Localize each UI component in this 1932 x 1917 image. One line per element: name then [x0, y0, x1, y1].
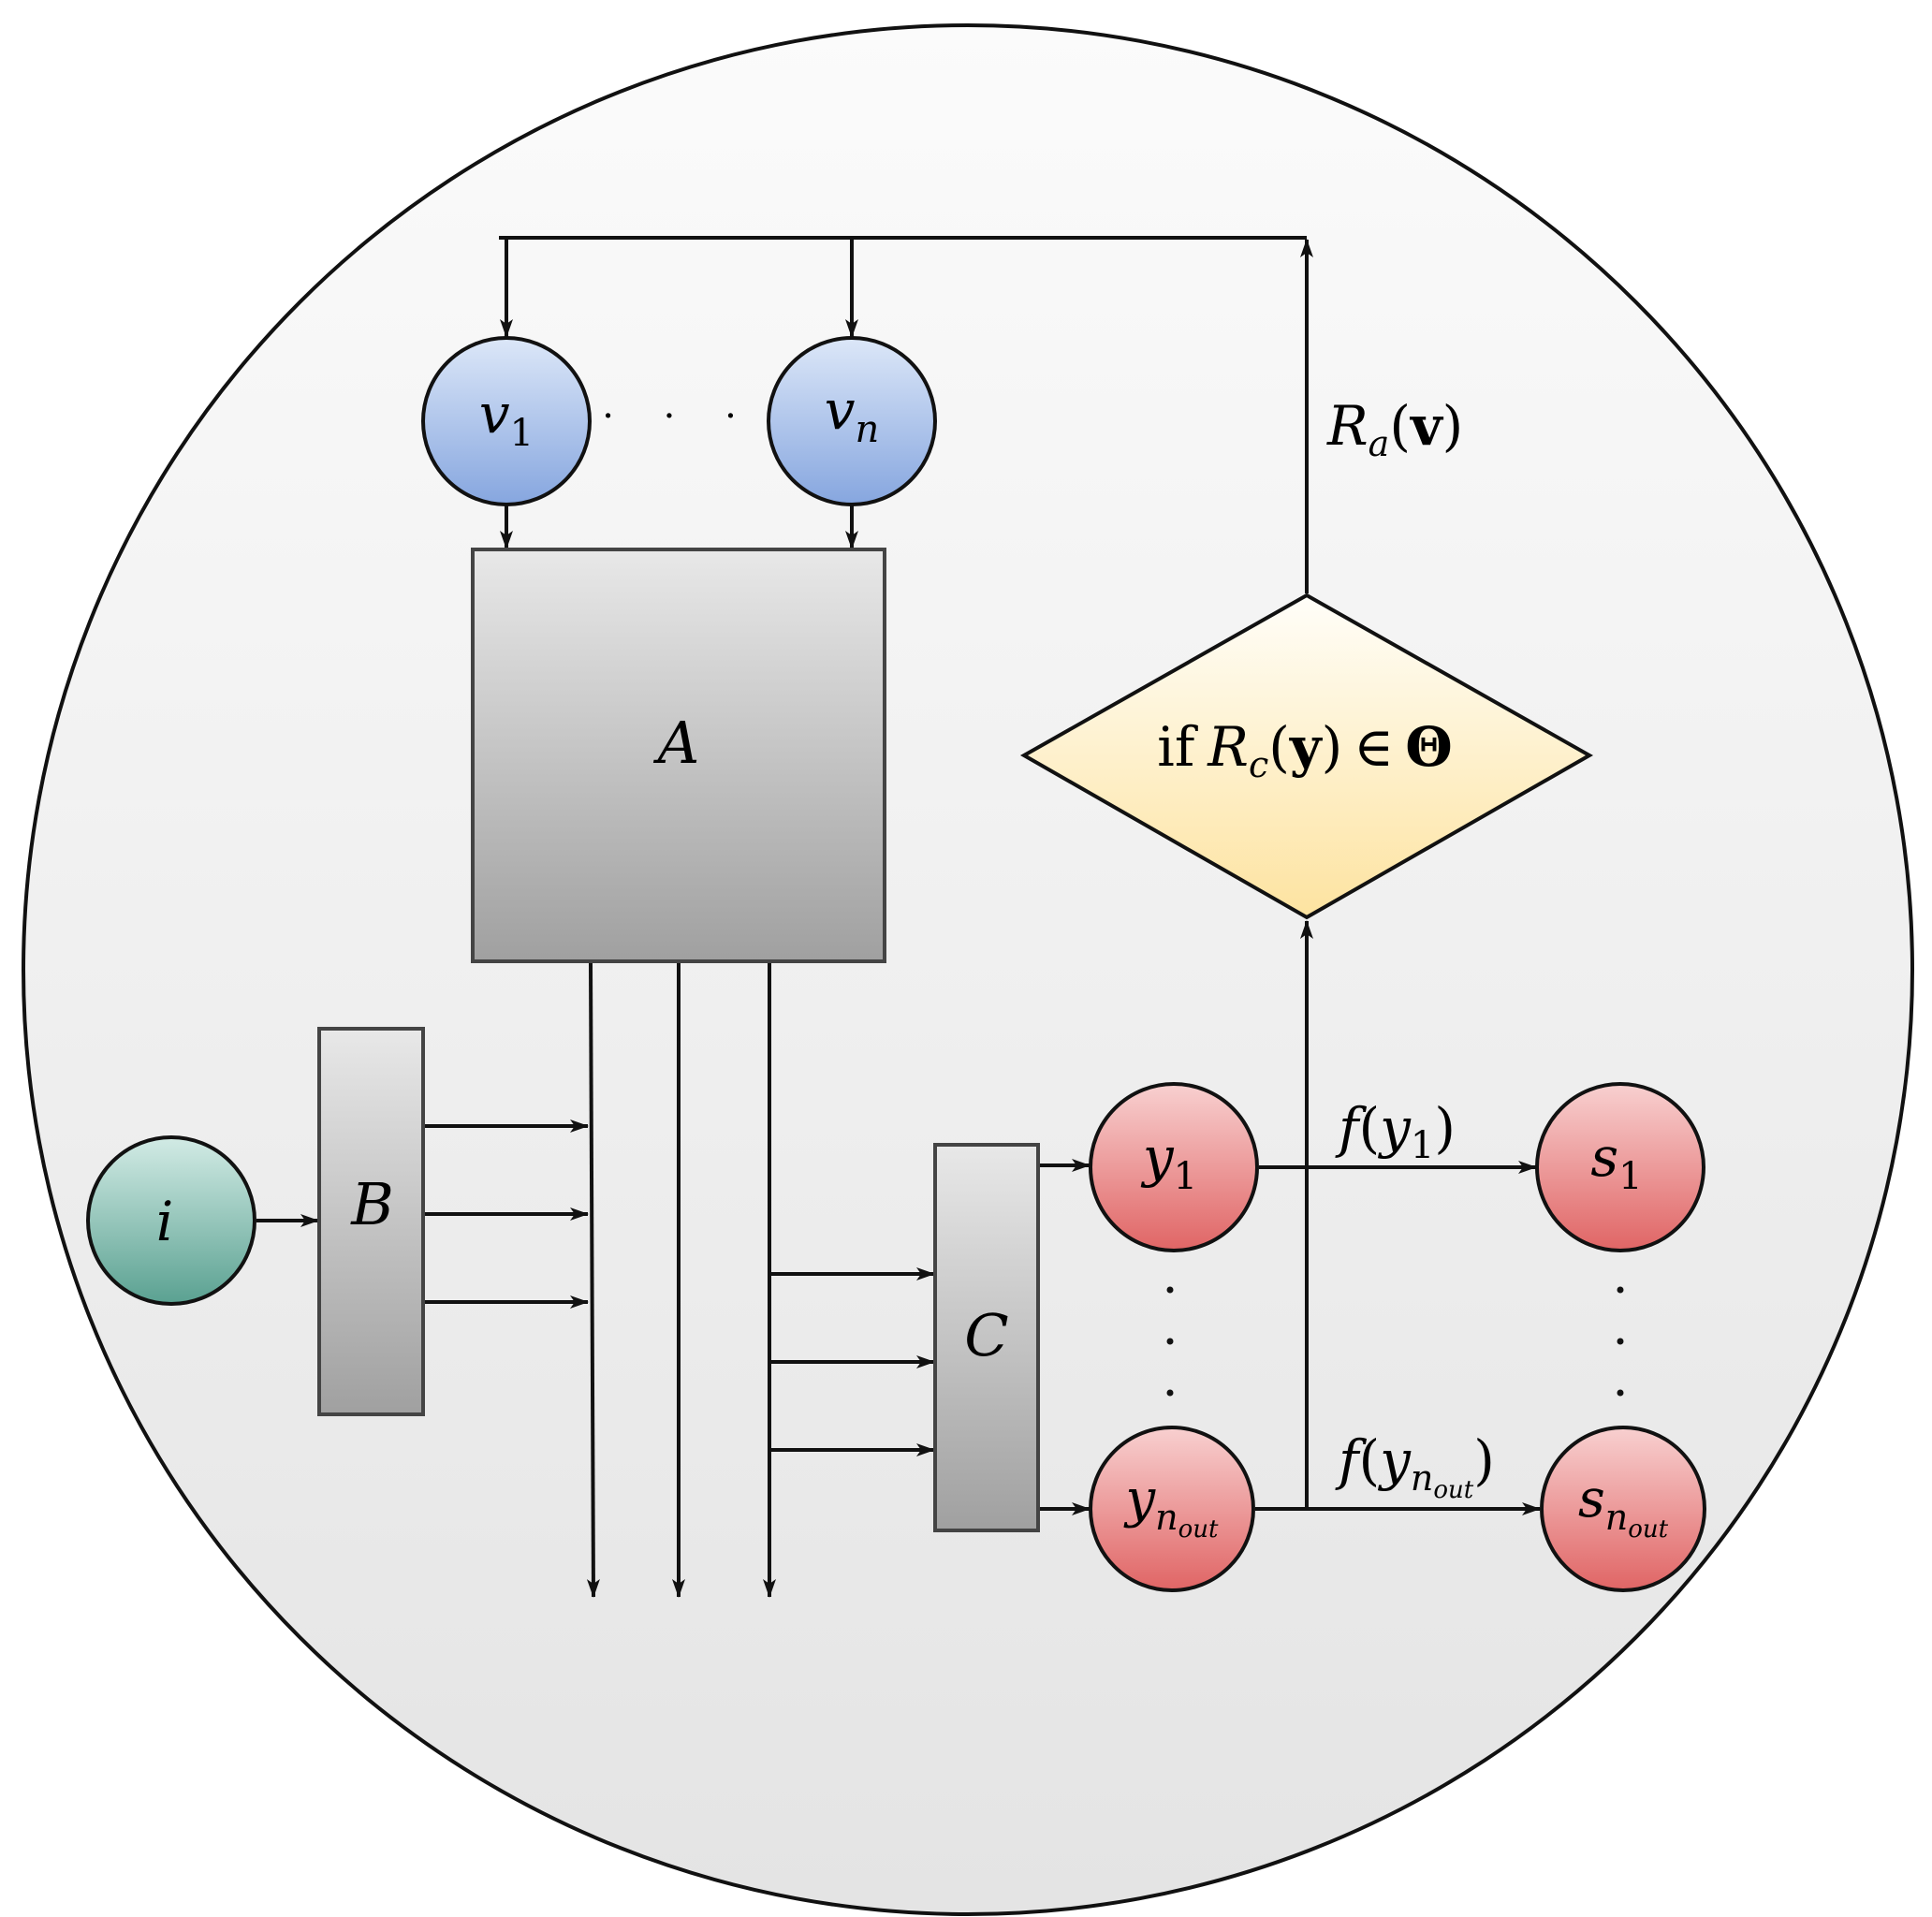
node-s1: s1 — [1535, 1082, 1705, 1252]
node-ynout-circle — [1089, 1426, 1255, 1592]
outer-system-circle — [22, 23, 1914, 1916]
node-snout: snout — [1540, 1426, 1706, 1592]
node-snout-label: snout — [1578, 1469, 1669, 1544]
y-dot-2 — [1166, 1338, 1174, 1345]
node-y1-label: y1 — [1140, 1125, 1197, 1198]
feedback-label-Ra: Ra(v) — [1326, 394, 1463, 464]
s-vertical-dots — [1617, 1286, 1624, 1397]
B-arrows — [256, 1119, 589, 1309]
node-v1-label: v1 — [479, 382, 534, 455]
matrix-A-box — [471, 548, 886, 963]
node-i-label: i — [156, 1190, 174, 1253]
node-y1: y1 — [1089, 1082, 1259, 1252]
node-v1-circle — [421, 336, 592, 506]
y-dot-1 — [1166, 1286, 1174, 1294]
node-vn: vn — [767, 336, 937, 506]
feedback-lines — [499, 236, 1313, 1509]
A-output-lines — [586, 961, 776, 1598]
node-ynout: ynout — [1089, 1426, 1255, 1592]
s-dot-2 — [1617, 1338, 1624, 1345]
matrix-C-box — [933, 1143, 1040, 1532]
A-output-line-1 — [586, 961, 600, 1598]
node-vn-circle — [767, 336, 937, 506]
decision-diamond — [1019, 593, 1594, 920]
s-dot-1 — [1617, 1286, 1624, 1294]
node-s1-circle — [1535, 1082, 1705, 1252]
node-v1: v1 — [421, 336, 592, 506]
edge-label-f-y1: f(y1) — [1335, 1096, 1456, 1167]
node-ynout-label: ynout — [1123, 1469, 1220, 1544]
node-i-circle — [86, 1135, 256, 1306]
node-y1-circle — [1089, 1082, 1259, 1252]
matrix-B-box — [317, 1027, 425, 1416]
y-to-s-arrows — [1255, 1161, 1541, 1515]
matrix-B-label: B — [350, 1170, 394, 1238]
node-vn-label: vn — [825, 378, 880, 451]
node-s1-label: s1 — [1590, 1125, 1642, 1198]
v-ellipsis: · · · — [602, 395, 755, 438]
y-dot-3 — [1166, 1389, 1174, 1397]
edge-label-f-ynout: f(ynout) — [1335, 1428, 1495, 1504]
y-vertical-dots — [1166, 1286, 1174, 1397]
node-snout-circle — [1540, 1426, 1706, 1592]
matrix-A-label: A — [653, 709, 700, 777]
C-arrows — [769, 1159, 1090, 1515]
matrix-C-label: C — [964, 1301, 1008, 1369]
s-dot-3 — [1617, 1389, 1624, 1397]
